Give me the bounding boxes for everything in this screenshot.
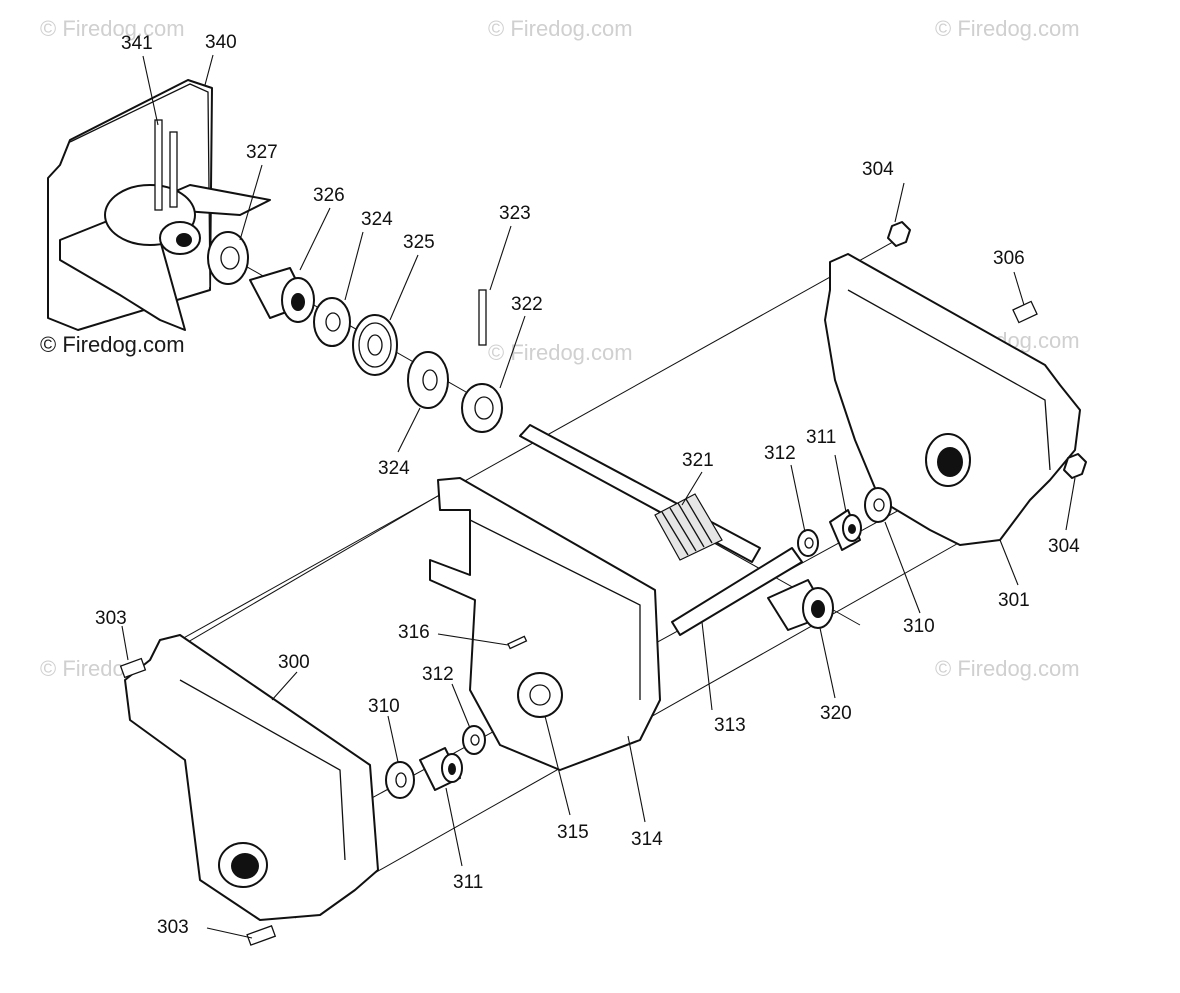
nut-304-right xyxy=(1063,453,1087,479)
pins-341 xyxy=(154,119,178,211)
label-311-left: 311 xyxy=(453,872,483,893)
bushing-311-right xyxy=(829,509,862,551)
label-316: 316 xyxy=(398,622,430,643)
rod-313 xyxy=(671,547,803,636)
washer-324-upper xyxy=(313,297,351,347)
pin-323 xyxy=(478,289,487,346)
washer-312-right xyxy=(797,529,819,557)
key-316 xyxy=(507,635,528,650)
label-304-right: 304 xyxy=(1048,536,1080,557)
worm-shaft-321 xyxy=(519,424,761,563)
label-304-top: 304 xyxy=(862,159,894,180)
watermark-dark: © Firedog.com xyxy=(40,332,185,357)
label-314: 314 xyxy=(631,829,663,850)
washer-310-right xyxy=(864,487,892,523)
plate-314 xyxy=(429,477,661,771)
bolt-303-bottom xyxy=(246,925,277,946)
label-312-left: 312 xyxy=(422,664,454,685)
housing-300 xyxy=(124,634,379,921)
washer-324-lower xyxy=(407,351,449,409)
bushing-311-left xyxy=(419,747,463,791)
nut-304-top xyxy=(887,221,911,247)
bushing-326 xyxy=(249,267,315,323)
label-303-bottom: 303 xyxy=(157,917,189,938)
sleeve-320 xyxy=(767,579,834,631)
label-312-right: 312 xyxy=(764,443,796,464)
watermark: © Firedog.com xyxy=(488,16,633,41)
label-327: 327 xyxy=(246,142,278,163)
collar-322 xyxy=(461,383,503,433)
leader-lines xyxy=(121,54,1076,939)
housing-301 xyxy=(824,253,1081,546)
label-325: 325 xyxy=(403,232,435,253)
fitting-306 xyxy=(1012,300,1038,324)
label-324-lower: 324 xyxy=(378,458,410,479)
label-303-top: 303 xyxy=(95,608,127,629)
label-320: 320 xyxy=(820,703,852,724)
watermark: © Firedog.com xyxy=(935,656,1080,681)
label-321: 321 xyxy=(682,450,714,471)
label-323: 323 xyxy=(499,203,531,224)
watermark: © Firedog.com xyxy=(40,16,185,41)
label-324-upper: 324 xyxy=(361,209,393,230)
part-labels: 341 340 327 326 324 325 323 322 324 304 … xyxy=(95,32,1080,938)
label-310-right: 310 xyxy=(903,616,935,637)
bolt-303-top xyxy=(119,657,147,679)
label-313: 313 xyxy=(714,715,746,736)
gear-315 xyxy=(517,672,563,718)
label-315: 315 xyxy=(557,822,589,843)
label-306: 306 xyxy=(993,248,1025,269)
washer-327 xyxy=(207,231,249,285)
label-326: 326 xyxy=(313,185,345,206)
washer-312-left xyxy=(462,725,486,755)
label-301: 301 xyxy=(998,590,1030,611)
label-341: 341 xyxy=(121,33,153,54)
label-310-left: 310 xyxy=(368,696,400,717)
label-340: 340 xyxy=(205,32,237,53)
watermark: © Firedog.com xyxy=(935,16,1080,41)
washer-310-left xyxy=(385,761,415,799)
label-322: 322 xyxy=(511,294,543,315)
label-300: 300 xyxy=(278,652,310,673)
label-311-right: 311 xyxy=(806,427,836,448)
bearing-325 xyxy=(352,314,398,376)
